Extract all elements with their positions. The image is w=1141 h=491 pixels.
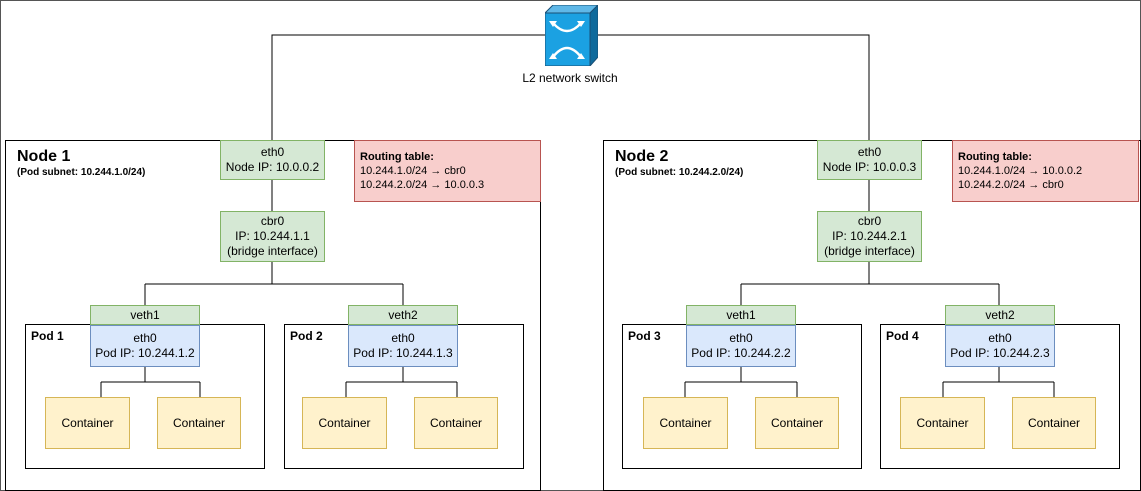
pod-3-container-2: Container (755, 397, 839, 449)
pod-1-eth0: eth0 Pod IP: 10.244.1.2 (90, 325, 200, 367)
pod-3-container-1: Container (643, 397, 728, 449)
pod-4-veth: veth2 (945, 305, 1055, 325)
node-2-routing-row-2: 10.244.2.0/24 → cbr0 (958, 179, 1064, 191)
node-1-cbr0-name: cbr0 (260, 214, 285, 228)
node-2-eth0-name: eth0 (857, 145, 882, 159)
node-1-cbr0-ip: IP: 10.244.1.1 (235, 229, 310, 243)
node-1-title: Node 1 (17, 148, 71, 165)
node-1-eth0: eth0 Node IP: 10.0.0.2 (220, 140, 325, 180)
pod-4-eth0-name: eth0 (988, 331, 1012, 345)
pod-4-container-2: Container (1012, 397, 1096, 449)
pod-4-title: Pod 4 (886, 329, 919, 343)
node-1-cbr0-desc: (bridge interface) (227, 244, 318, 258)
pod-4-container-1: Container (900, 397, 985, 449)
node-2-eth0-ip: Node IP: 10.0.0.3 (822, 160, 917, 174)
pod-1-eth0-name: eth0 (133, 331, 157, 345)
pod-3-title: Pod 3 (628, 329, 661, 343)
pod-3-eth0: eth0 Pod IP: 10.244.2.2 (686, 325, 796, 367)
pod-2-container-1: Container (302, 397, 387, 449)
node-1-routing-table: Routing table: 10.244.1.0/24 → cbr0 10.2… (354, 140, 541, 202)
pod-1-container-2: Container (157, 397, 241, 449)
pod-3-veth: veth1 (686, 305, 796, 325)
node-2-title: Node 2 (615, 148, 669, 165)
node-2-routing-row-1: 10.244.1.0/24 → 10.0.0.2 (958, 165, 1083, 177)
pod-3-eth0-name: eth0 (729, 331, 753, 345)
pod-4-ip: Pod IP: 10.244.2.3 (950, 346, 1050, 360)
node-2-routing-table: Routing table: 10.244.1.0/24 → 10.0.0.2 … (952, 140, 1139, 202)
node-1-routing-row-2: 10.244.2.0/24 → 10.0.0.3 (360, 179, 485, 191)
node-2-subnet: (Pod subnet: 10.244.2.0/24) (615, 167, 744, 178)
switch-label: L2 network switch (522, 71, 618, 85)
node-2-eth0: eth0 Node IP: 10.0.0.3 (817, 140, 922, 180)
node-2-routing-title: Routing table: (958, 151, 1032, 163)
pod-1-ip: Pod IP: 10.244.1.2 (95, 346, 195, 360)
node-2-cbr0-name: cbr0 (857, 214, 882, 228)
pod-2-ip: Pod IP: 10.244.1.3 (353, 346, 453, 360)
node-1-eth0-name: eth0 (260, 145, 285, 159)
pod-2-veth: veth2 (348, 305, 458, 325)
node-1-routing-title: Routing table: (360, 151, 434, 163)
switch-icon (545, 5, 598, 66)
node-1-routing-row-1: 10.244.1.0/24 → cbr0 (360, 165, 466, 177)
pod-3-ip: Pod IP: 10.244.2.2 (691, 346, 791, 360)
pod-2-eth0: eth0 Pod IP: 10.244.1.3 (348, 325, 458, 367)
switch-link-node2 (598, 34, 870, 140)
node-2-cbr0-desc: (bridge interface) (824, 244, 915, 258)
pod-1-title: Pod 1 (31, 329, 64, 343)
node-1-eth0-ip: Node IP: 10.0.0.2 (225, 160, 320, 174)
node-2-cbr0: cbr0 IP: 10.244.2.1 (bridge interface) (817, 211, 922, 262)
node-2-cbr0-ip: IP: 10.244.2.1 (832, 229, 907, 243)
pod-2-container-2: Container (414, 397, 498, 449)
pod-2-eth0-name: eth0 (391, 331, 415, 345)
pod-4-eth0: eth0 Pod IP: 10.244.2.3 (945, 325, 1055, 367)
pod-2-title: Pod 2 (290, 329, 323, 343)
switch-link-node1 (271, 34, 545, 140)
node-1-cbr0: cbr0 IP: 10.244.1.1 (bridge interface) (220, 211, 325, 262)
pod-1-veth: veth1 (90, 305, 200, 325)
pod-1-container-1: Container (45, 397, 130, 449)
node-1-subnet: (Pod subnet: 10.244.1.0/24) (17, 167, 146, 178)
